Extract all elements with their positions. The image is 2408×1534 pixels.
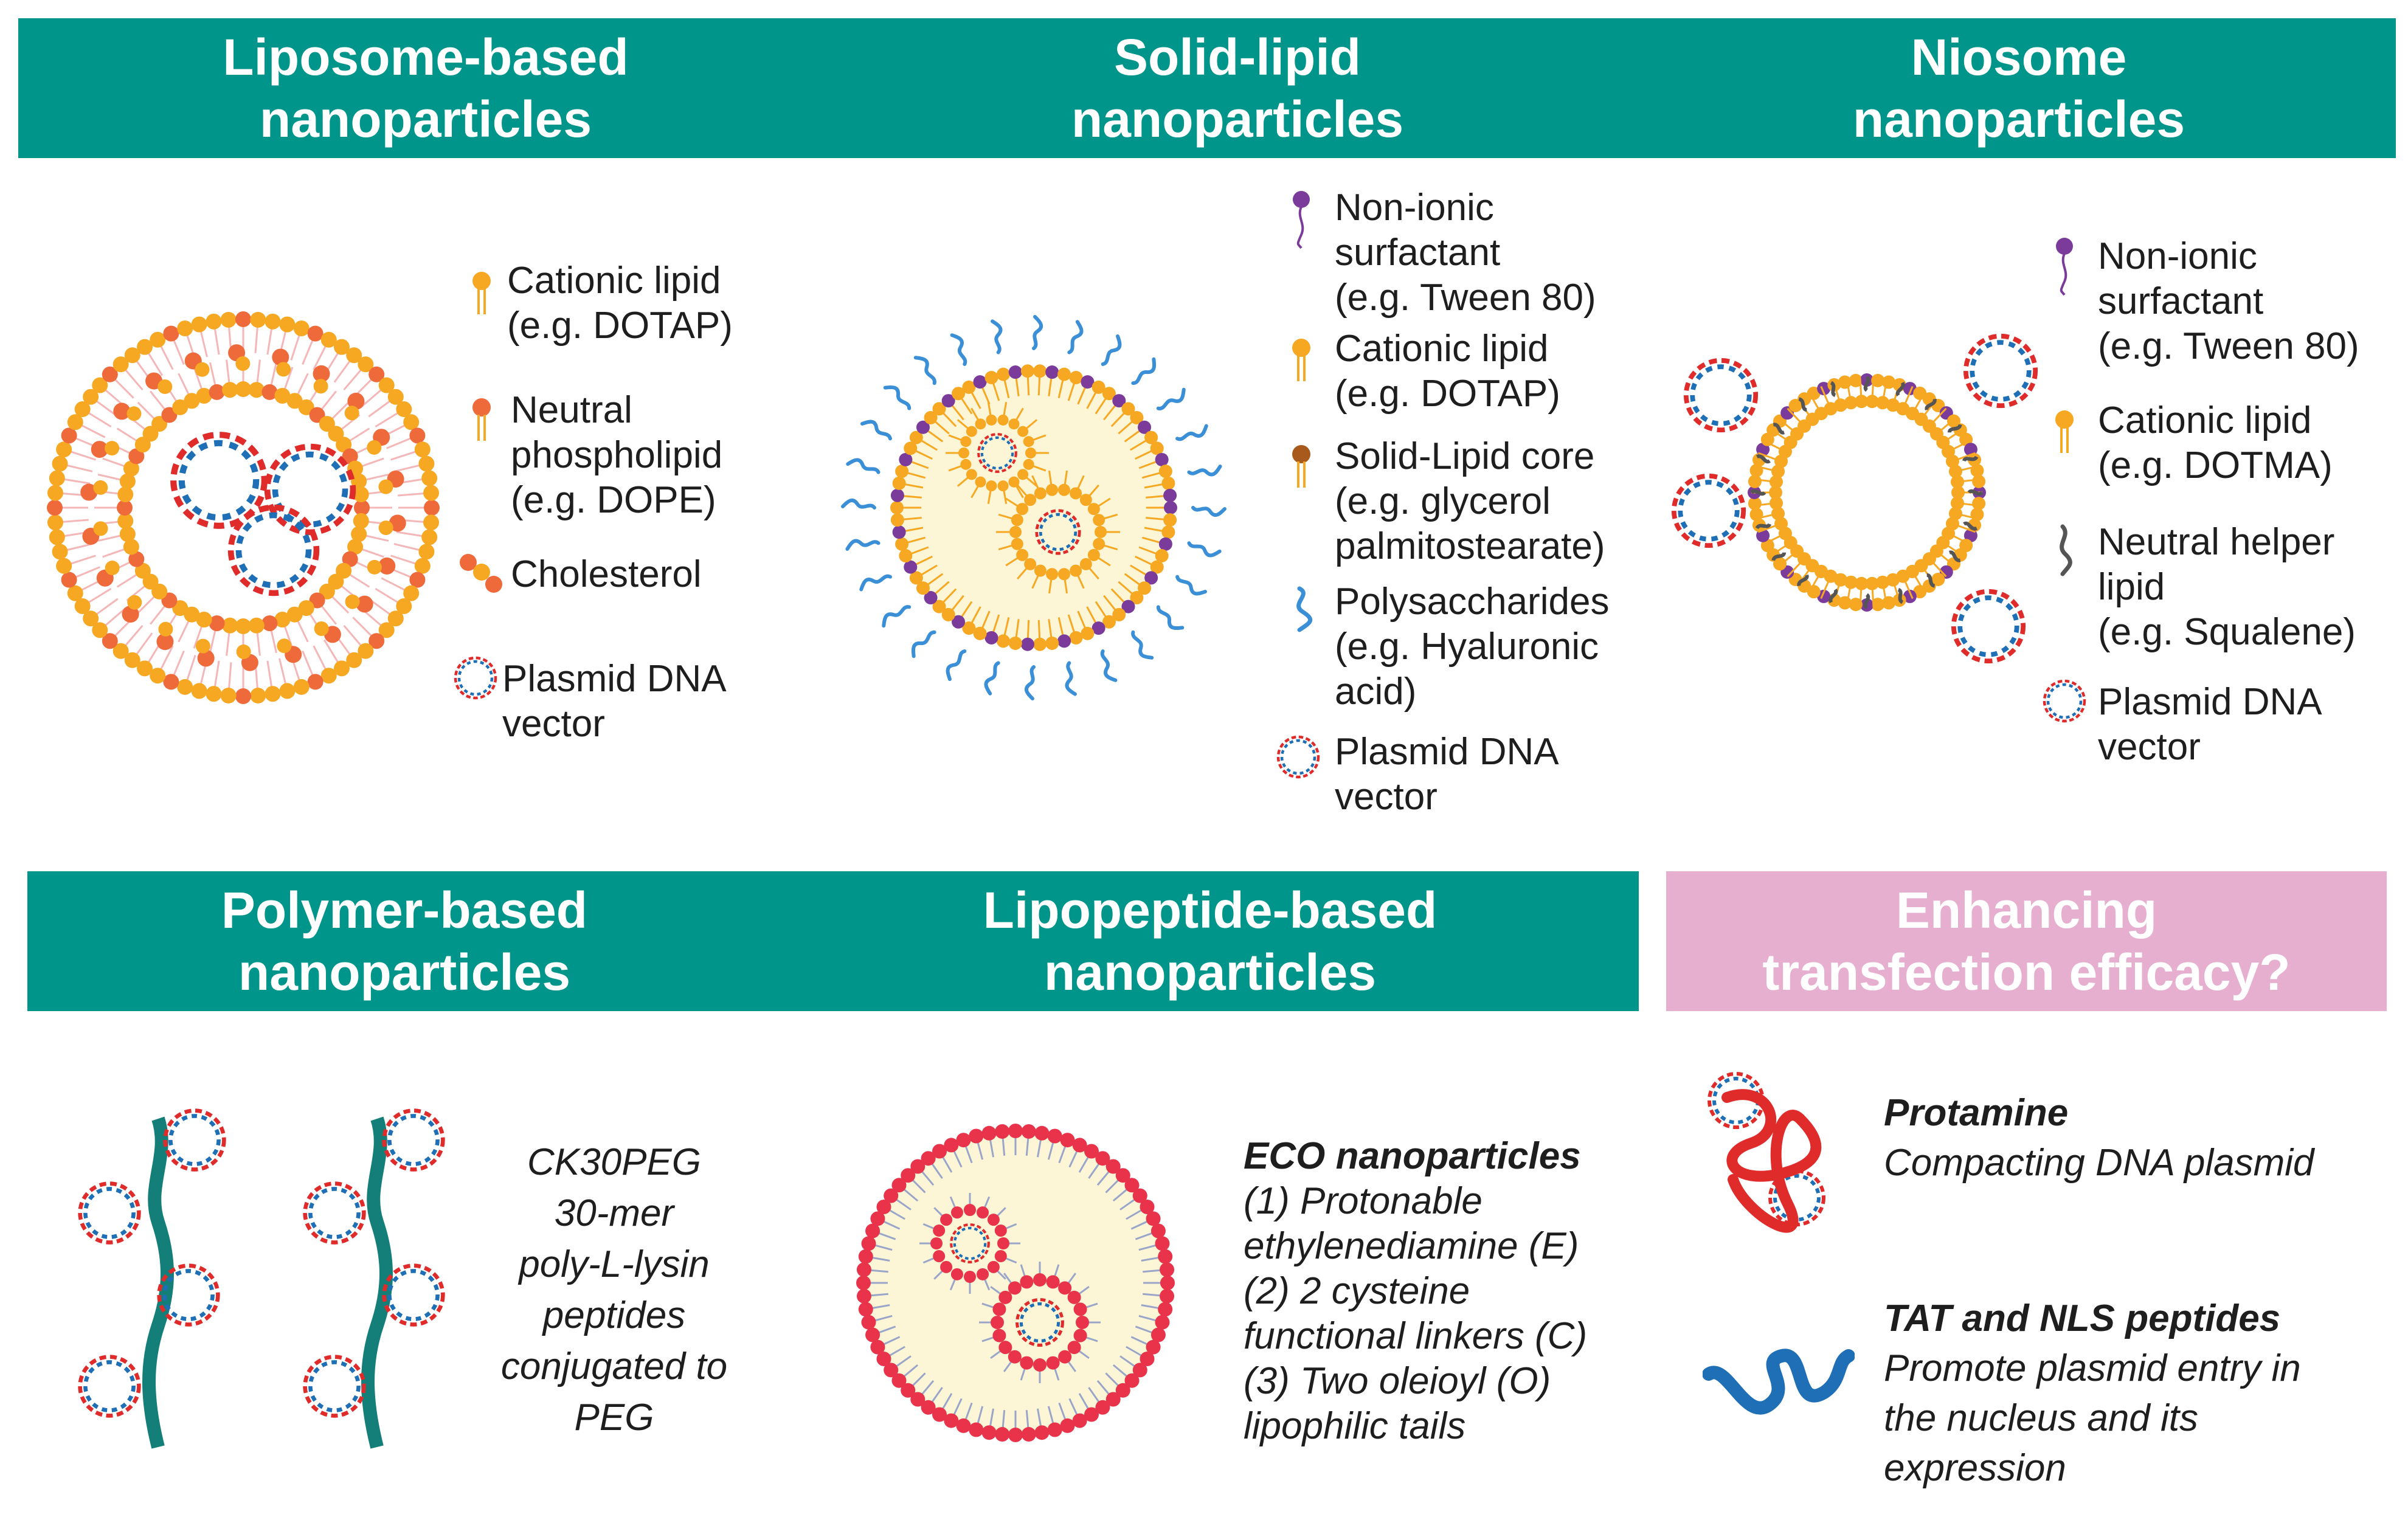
eco-title: ECO nanoparticles [1244,1135,1581,1177]
plasmid-dna-icon [451,654,500,702]
helper-lipid-icon [2049,524,2086,585]
liposome-illustration [47,311,440,704]
banner-polymer: Polymer-based nanoparticles [27,871,781,1011]
banner-solid-lipid-line2: nanoparticles [1071,91,1404,148]
tat-text: TAT and NLS peptides Promote plasmid ent… [1884,1297,2301,1489]
label-sln-cationic: Cationic lipid (e.g. DOTAP) [1335,328,1560,415]
label-nio-helper: Neutral helper lipid (e.g. Squalene) [2098,521,2356,653]
banner-polymer-line1: Polymer-based [221,882,588,939]
banner-enhancing-line2: transfection efficacy? [1762,944,2291,1001]
eco-description: ECO nanoparticles (1) Protonable ethylen… [1244,1135,1588,1447]
label-nio-plasmid: Plasmid DNA vector [2098,681,2322,768]
polysaccharide-icon [1286,585,1323,640]
label-nio-cationic: Cationic lipid (e.g. DOTMA) [2098,399,2333,486]
banner-enhancing-line1: Enhancing [1895,882,2157,939]
sln-cationic-lipid-icon [1291,337,1312,382]
banner-lipopeptide-line1: Lipopeptide-based [983,882,1438,939]
banner-liposome-line2: nanoparticles [259,91,592,148]
banner-solid-lipid-line1: Solid-lipid [1114,29,1361,86]
banner-enhancing: Enhancing transfection efficacy? [1666,871,2387,1011]
cationic-lipid-icon [471,271,492,316]
neutral-phospholipid-icon [471,397,492,442]
banner-niosome-line2: nanoparticles [1852,91,2185,148]
banner-niosome-line1: Niosome [1911,29,2127,86]
nonionic-surfactant-icon [1292,190,1311,249]
polymer-illustration [73,1082,547,1449]
banner-liposome: Liposome-based nanoparticles [18,18,833,158]
label-sln-surfactant: Non-ionic surfactant (e.g. Tween 80) [1335,187,1596,319]
label-sln-core: Solid-Lipid core (e.g. glycerol palmitos… [1335,435,1605,567]
protamine-text: Protamine Compacting DNA plasmid [1884,1088,2314,1188]
protamine-desc: Compacting DNA plasmid [1884,1142,2314,1184]
label-cationic-lipid: Cationic lipid (e.g. DOTAP) [507,260,733,347]
solid-lipid-illustration [841,315,1226,700]
label-sln-polysaccharides: Polysaccharides (e.g. Hyaluronic acid) [1335,581,1610,713]
banner-solid-lipid: Solid-lipid nanoparticles [833,18,1642,158]
niosome-plasmid-dna-icon [2040,677,2089,725]
banner-lipopeptide-line2: nanoparticles [1043,944,1377,1001]
label-cholesterol: Cholesterol [511,553,702,595]
protamine-icon [1697,1064,1836,1233]
cholesterol-icon [460,554,502,593]
banner-lipopeptide: Lipopeptide-based nanoparticles [781,871,1639,1011]
eco-illustration [856,1124,1175,1442]
niosome-cationic-lipid-icon [2054,409,2075,454]
label-sln-plasmid: Plasmid DNA vector [1335,731,1559,818]
niosome-surfactant-icon [2055,237,2074,296]
label-plasmid-dna: Plasmid DNA vector [502,658,727,745]
label-nio-surfactant: Non-ionic surfactant (e.g. Tween 80) [2098,235,2359,367]
niosome-illustration [1666,328,2055,693]
tat-title: TAT and NLS peptides [1884,1297,2281,1339]
banner-niosome: Niosome nanoparticles [1642,18,2396,158]
polymer-description: CK30PEG 30-mer poly-L-lysin peptides con… [500,1141,728,1439]
polymer-strand-right [361,1116,393,1449]
protamine-title: Protamine [1884,1092,2069,1134]
liposome-plasmids [173,435,353,593]
polymer-strand-left [142,1116,174,1449]
sln-plasmid-dna-icon [1274,733,1323,781]
banner-polymer-line2: nanoparticles [238,944,571,1001]
solid-lipid-core-icon [1291,444,1312,489]
label-neutral-phospholipid: Neutral phospholipid (e.g. DOPE) [511,389,723,521]
banner-liposome-line1: Liposome-based [223,29,629,86]
tat-nls-peptide-icon [1703,1349,1855,1415]
